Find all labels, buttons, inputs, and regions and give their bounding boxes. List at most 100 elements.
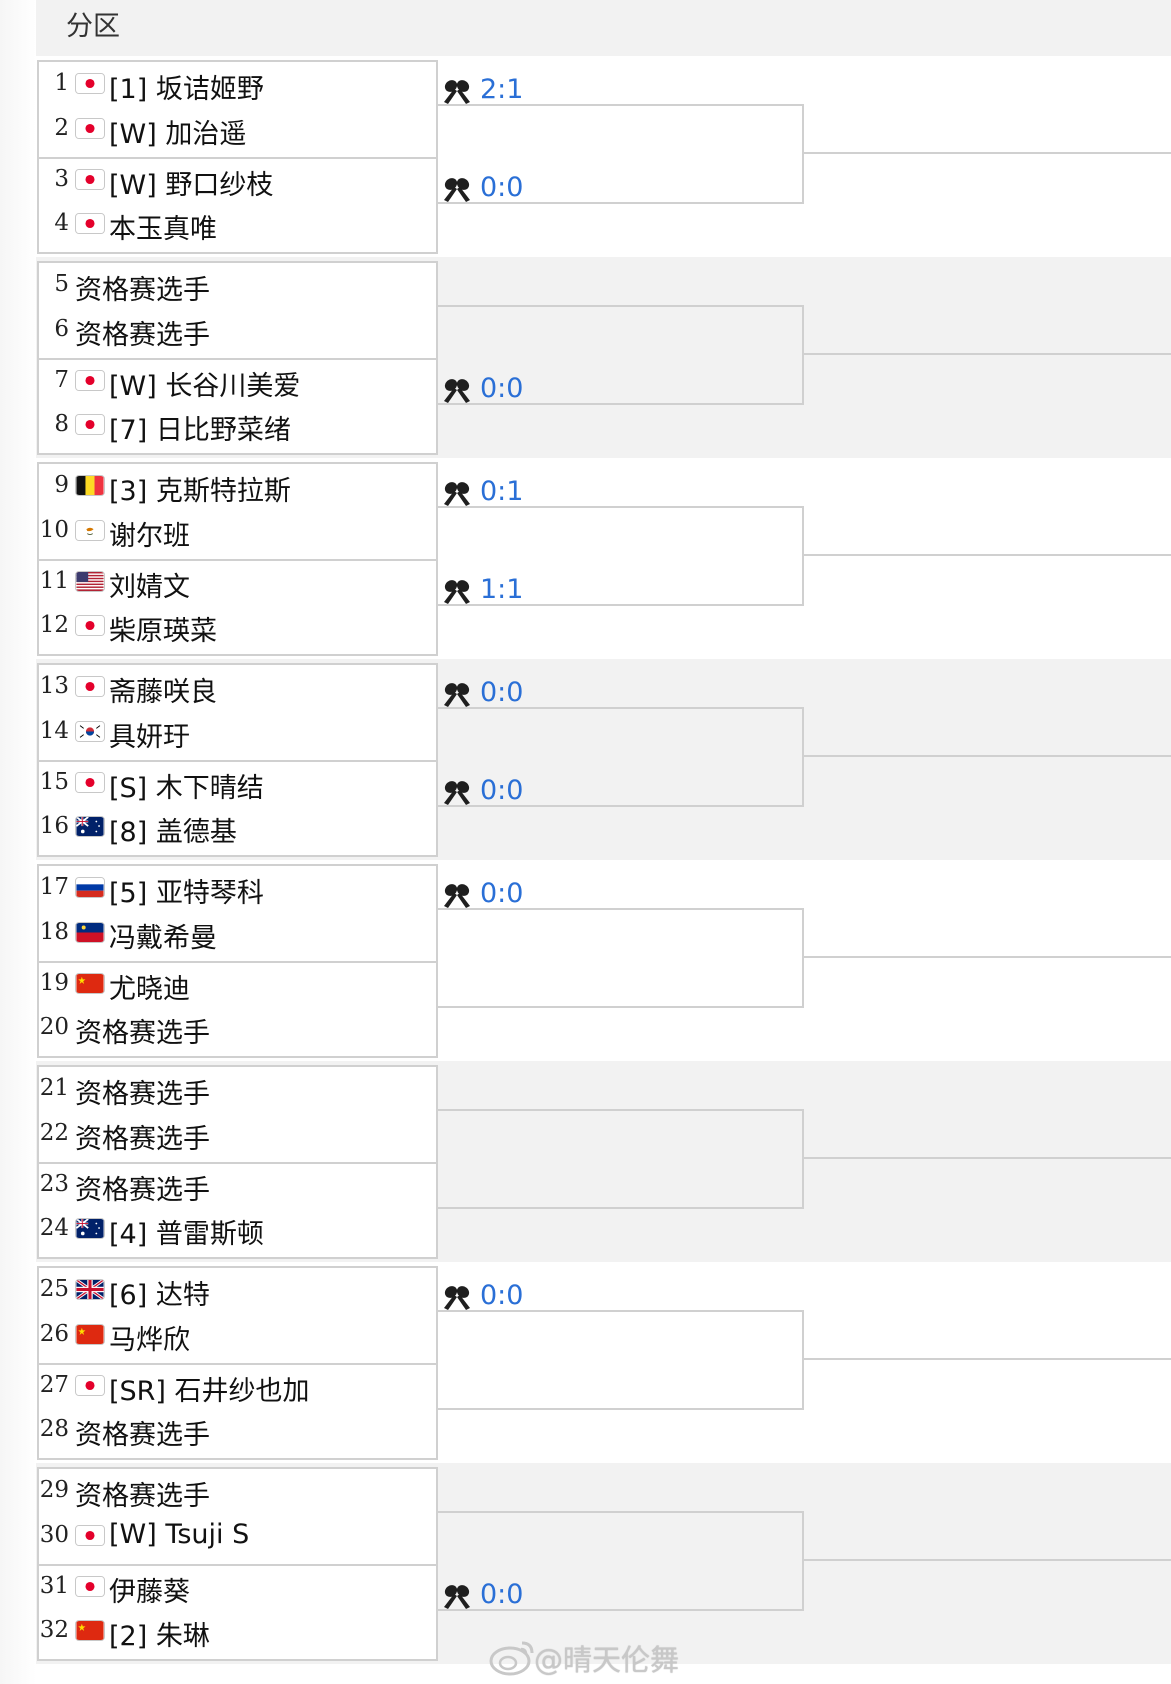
player-name[interactable]: 资格赛选手 [75, 275, 210, 306]
head-to-head-score[interactable]: 0:0 [480, 775, 524, 806]
player-name[interactable]: 资格赛选手 [75, 1124, 210, 1155]
player-row[interactable]: 27[SR] 石井纱也加 [39, 1364, 438, 1412]
player-name[interactable]: [6] 达特 [109, 1280, 210, 1311]
player-row[interactable]: 16[8] 盖德基 [39, 805, 438, 853]
player-row[interactable]: 24[4] 普雷斯顿 [39, 1207, 438, 1255]
player-row[interactable]: 32[2] 朱琳 [39, 1609, 438, 1657]
draw-position: 1 [54, 70, 69, 96]
player-name[interactable]: 资格赛选手 [75, 1079, 210, 1110]
head-to-head-score[interactable]: 0:1 [480, 476, 524, 507]
player-row[interactable]: 17[5] 亚特琴科 [39, 866, 438, 914]
flag-jp-icon [75, 615, 105, 636]
player-name[interactable]: [4] 普雷斯顿 [109, 1219, 264, 1250]
head-to-head-score[interactable]: 0:0 [480, 677, 524, 708]
flag-jp-icon [75, 169, 105, 190]
player-name[interactable]: [8] 盖德基 [109, 817, 237, 848]
player-row[interactable]: 14 具妍玗 [39, 710, 438, 758]
player-name[interactable]: [2] 朱琳 [109, 1621, 210, 1652]
bracket-connector [438, 1511, 804, 1611]
player-row[interactable]: 15[S] 木下晴结 [39, 761, 438, 809]
player-name[interactable]: 资格赛选手 [75, 1175, 210, 1206]
player-name[interactable]: 冯戴希曼 [109, 923, 217, 954]
player-name[interactable]: 马烨欣 [109, 1325, 190, 1356]
match-divider [39, 157, 436, 159]
head-to-head-score[interactable]: 0:0 [480, 878, 524, 909]
player-row[interactable]: 9[3] 克斯特拉斯 [39, 464, 438, 512]
draw-position: 22 [39, 1120, 69, 1146]
player-name[interactable]: [W] Tsuji S [109, 1519, 250, 1550]
flag-ru-icon [75, 877, 105, 898]
draw-position: 14 [39, 718, 69, 744]
head-to-head-score[interactable]: 0:0 [480, 373, 524, 404]
player-name[interactable]: [S] 木下晴结 [109, 773, 264, 804]
head-to-head-score[interactable]: 2:1 [480, 74, 524, 105]
head-to-head-score[interactable]: 0:0 [480, 1579, 524, 1610]
player-name[interactable]: 伊藤葵 [109, 1577, 190, 1608]
flag-cn-icon [75, 973, 105, 994]
player-name[interactable]: [3] 克斯特拉斯 [109, 476, 291, 507]
player-row[interactable]: 8 [7] 日比野菜绪 [39, 403, 438, 451]
player-name[interactable]: 尤晓迪 [109, 974, 190, 1005]
player-name[interactable]: 资格赛选手 [75, 1420, 210, 1451]
draw-position: 8 [54, 411, 69, 437]
draw-position: 25 [39, 1276, 69, 1302]
head-to-head-score[interactable]: 0:0 [480, 172, 524, 203]
player-name[interactable]: [1] 坂诘姬野 [109, 74, 264, 105]
crossed-rackets-icon [442, 681, 472, 709]
player-name[interactable]: [SR] 石井纱也加 [109, 1376, 310, 1407]
player-name[interactable]: 资格赛选手 [75, 1018, 210, 1049]
watermark-text: @晴天伦舞 [534, 1643, 680, 1677]
player-name[interactable]: [W] 野口纱枝 [109, 170, 274, 201]
flag-jp-icon [75, 370, 105, 391]
head-to-head-score[interactable]: 0:0 [480, 1280, 524, 1311]
player-name[interactable]: 柴原瑛菜 [109, 616, 217, 647]
player-row[interactable]: 3[W] 野口纱枝 [39, 158, 438, 206]
crossed-rackets-icon [442, 882, 472, 910]
player-name[interactable]: 具妍玗 [109, 722, 190, 753]
player-name[interactable]: 资格赛选手 [75, 320, 210, 351]
player-row[interactable]: 25 [6] 达特 [39, 1268, 438, 1316]
player-name[interactable]: [7] 日比野菜绪 [109, 415, 291, 446]
player-name[interactable]: 本玉真唯 [109, 214, 217, 245]
head-to-head-score[interactable]: 1:1 [480, 574, 524, 605]
player-name[interactable]: [W] 长谷川美爱 [109, 371, 301, 402]
draw-position: 29 [39, 1477, 69, 1503]
player-name[interactable]: 刘婧文 [109, 572, 190, 603]
player-name[interactable]: [W] 加治遥 [109, 119, 247, 150]
round2-slot-line [804, 152, 1171, 154]
player-row[interactable]: 30[W] Tsuji S [39, 1514, 438, 1562]
player-name[interactable]: 斋藤咲良 [109, 677, 217, 708]
section-title: 分区 [66, 11, 120, 42]
bracket-connector [438, 908, 804, 1008]
draw-position: 5 [54, 271, 69, 297]
crossed-rackets-icon [442, 480, 472, 508]
player-name[interactable]: 谢尔班 [109, 521, 190, 552]
player-row[interactable]: 7[W] 长谷川美爱 [39, 359, 438, 407]
player-row[interactable]: 1 [1] 坂诘姬野 [39, 62, 438, 110]
player-row[interactable]: 2[W] 加治遥 [39, 107, 438, 155]
player-name[interactable]: [5] 亚特琴科 [109, 878, 264, 909]
crossed-rackets-icon [442, 779, 472, 807]
player-name[interactable]: 资格赛选手 [75, 1481, 210, 1512]
bracket-connector [438, 1310, 804, 1410]
